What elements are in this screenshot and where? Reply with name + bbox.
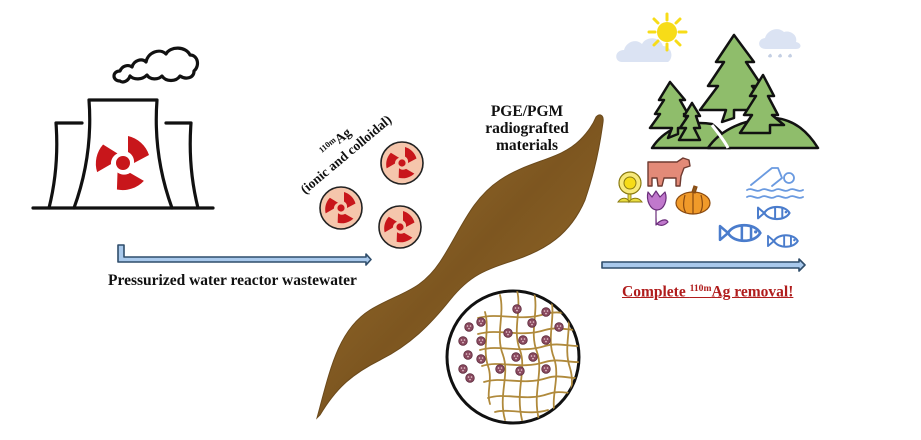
cloud-icon [616,38,672,62]
cow-icon [647,157,691,187]
material-label-line3: materials [496,137,558,154]
removal-result-label: Complete 110mAg removal! [622,283,793,301]
material-label-line2: radiografted [485,120,569,137]
right-cooling-tower [164,121,200,210]
fish-icon [718,223,762,243]
removal-suffix: Ag removal! [711,283,794,301]
removal-isotope-superscript: 110m [689,283,712,294]
center-cooling-tower [72,98,174,210]
left-cooling-tower [47,121,84,210]
sunflower-icon [617,171,643,204]
removal-prefix: Complete [622,283,690,301]
steam-cloud-icon [112,46,200,84]
radiation-hazard-icon [95,136,149,191]
pine-trees-icon [648,33,786,142]
rain-cloud-icon [759,29,801,58]
fish-icon [756,205,791,221]
pumpkin-icon [675,185,711,215]
material-label-line1: PGE/PGM [490,103,564,120]
tulip-icon [646,190,669,226]
swimmer-icon [746,167,804,199]
sun-icon [647,12,688,52]
wastewater-label: Pressurized water reactor wastewater [108,272,357,289]
fish-icon [766,234,799,248]
material-label: PGE/PGM radiografted materials [468,103,586,154]
